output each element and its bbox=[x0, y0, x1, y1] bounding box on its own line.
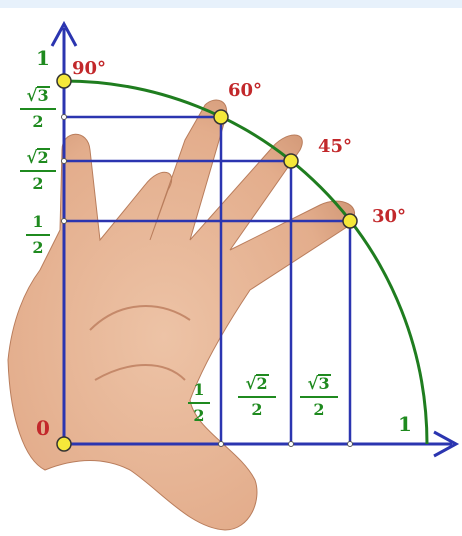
x-fraction-sqrt2-over-2: √2 2 bbox=[238, 374, 276, 420]
point-60 bbox=[213, 109, 229, 125]
fraction-numerator: √2 bbox=[26, 148, 50, 168]
tick-dot bbox=[61, 114, 67, 120]
unit-arc bbox=[63, 79, 429, 445]
fraction-numerator: 1 bbox=[32, 212, 44, 231]
y-axis-unit-label: 1 bbox=[36, 46, 50, 70]
tick-dots bbox=[61, 114, 353, 447]
fraction-numerator: √3 bbox=[307, 374, 331, 394]
angle-label-30: 30° bbox=[372, 206, 407, 227]
angle-label-60: 60° bbox=[228, 80, 263, 101]
fraction-numerator: √2 bbox=[245, 374, 269, 394]
origin-label: 0 bbox=[36, 416, 50, 440]
axes bbox=[50, 20, 460, 458]
tick-dot bbox=[61, 158, 67, 164]
point-45 bbox=[283, 153, 299, 169]
point-90 bbox=[56, 73, 72, 89]
x-fraction-sqrt3-over-2: √3 2 bbox=[300, 374, 338, 420]
fraction-numerator: √3 bbox=[26, 86, 50, 106]
fraction-numerator: 1 bbox=[193, 380, 205, 399]
top-band bbox=[0, 0, 462, 8]
y-fraction-sqrt3-over-2: √3 2 bbox=[20, 86, 56, 132]
tick-dot bbox=[347, 441, 353, 447]
tick-dot bbox=[61, 218, 67, 224]
tick-dot bbox=[218, 441, 224, 447]
fraction-bar bbox=[20, 108, 56, 110]
fraction-denominator: 2 bbox=[313, 400, 325, 419]
fraction-bar bbox=[188, 402, 210, 404]
angle-label-90: 90° bbox=[72, 58, 107, 79]
hand-crease bbox=[89, 305, 191, 331]
x-fraction-1-over-2: 1 2 bbox=[188, 380, 210, 426]
fraction-bar bbox=[26, 234, 50, 236]
y-fraction-sqrt2-over-2: √2 2 bbox=[20, 148, 56, 194]
projection-lines bbox=[64, 115, 352, 444]
fraction-bar bbox=[300, 396, 338, 398]
point-origin bbox=[56, 436, 72, 452]
fraction-denominator: 2 bbox=[193, 406, 205, 425]
point-30 bbox=[342, 213, 358, 229]
fraction-denominator: 2 bbox=[251, 400, 263, 419]
x-axis-arrowhead bbox=[433, 430, 460, 458]
y-fraction-1-over-2: 1 2 bbox=[26, 212, 50, 258]
hand-crease bbox=[94, 364, 186, 381]
fraction-bar bbox=[20, 170, 56, 172]
fraction-bar bbox=[238, 396, 276, 398]
hand-illustration bbox=[7, 99, 356, 531]
tick-dot bbox=[288, 441, 294, 447]
x-axis-unit-label: 1 bbox=[398, 412, 412, 436]
fraction-denominator: 2 bbox=[32, 174, 44, 193]
angle-label-45: 45° bbox=[318, 136, 353, 157]
fraction-denominator: 2 bbox=[32, 112, 44, 131]
y-axis-arrowhead bbox=[50, 20, 78, 47]
fraction-denominator: 2 bbox=[32, 238, 44, 257]
angle-points bbox=[56, 73, 358, 452]
